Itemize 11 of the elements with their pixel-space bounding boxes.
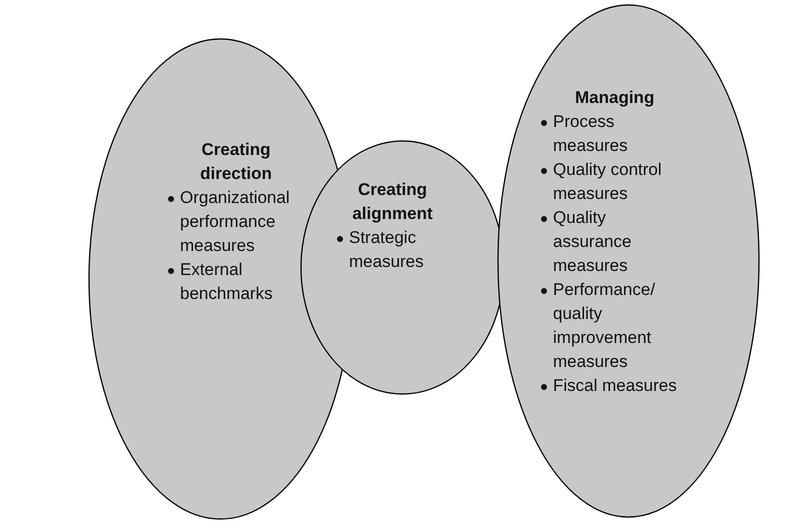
- bullet-item: External benchmarks: [166, 258, 306, 306]
- bullet-item: Performance/ quality improvement measures: [539, 278, 689, 374]
- bullet-item: Quality control measures: [539, 158, 689, 206]
- bullet-item: Process measures: [539, 110, 689, 158]
- bullet-item: Fiscal measures: [539, 374, 689, 398]
- heading: Creating alignment: [351, 179, 434, 225]
- bullet-item: Quality assurance measures: [539, 206, 689, 278]
- heading: Managing: [574, 87, 656, 109]
- heading: Creating direction: [199, 139, 273, 185]
- bullet-item: Strategic measures: [335, 226, 450, 274]
- bullet-item: Organizational performance measures: [166, 186, 306, 258]
